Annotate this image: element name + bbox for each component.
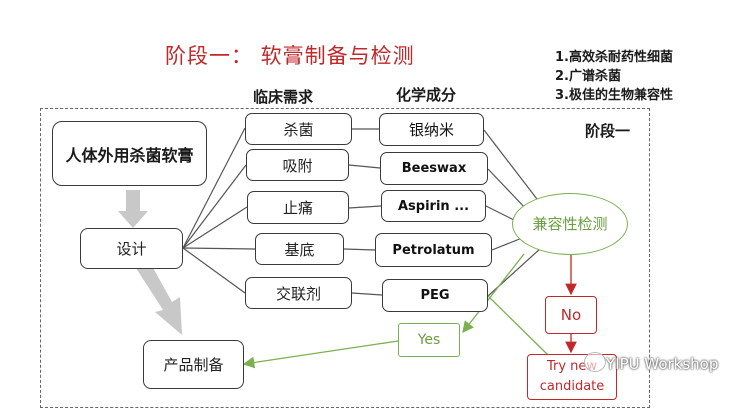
manufacture-node: 产品制备: [143, 340, 244, 389]
clinical-column-heading: 临床需求: [253, 88, 314, 106]
watermark: YIPU Workshop: [606, 355, 719, 373]
feedback-line: [487, 295, 549, 356]
no-node: No: [545, 296, 597, 334]
yes-node: Yes: [398, 323, 460, 357]
page-title: 阶段一： 软膏制备与检测: [165, 44, 415, 68]
product-node: 人体外用杀菌软膏: [52, 121, 207, 186]
goal-item: 1.高效杀耐药性细菌: [555, 50, 673, 65]
requirement-node: 杀菌: [245, 113, 352, 145]
design-fanout-lines: [182, 127, 256, 294]
chemical-column-heading: 化学成分: [396, 86, 457, 104]
component-node: Aspirin ...: [381, 190, 486, 222]
gray-arrow-down: [118, 190, 148, 228]
wechat-logo-icon: [584, 352, 606, 372]
goals-list: 1.高效杀耐药性细菌 2.广谱杀菌 3.极佳的生物兼容性: [555, 48, 673, 105]
component-node: Beeswax: [380, 152, 488, 185]
manufacture-arrow: [242, 340, 399, 369]
goal-item: 3.极佳的生物兼容性: [555, 88, 673, 103]
component-node: 银纳米: [379, 113, 484, 146]
stage-label: 阶段一: [585, 122, 631, 140]
component-node: Petrolatum: [375, 233, 492, 267]
goal-item: 2.广谱杀菌: [555, 69, 621, 84]
compatibility-test-node: 兼容性检测: [512, 193, 628, 255]
requirement-node: 吸附: [246, 149, 349, 181]
requirement-node: 止痛: [247, 191, 349, 224]
component-node: PEG: [382, 279, 488, 312]
requirement-node: 基底: [255, 233, 344, 265]
yes-arrow: [462, 253, 525, 334]
design-node: 设计: [80, 228, 183, 269]
gray-arrow-diagonal: [134, 257, 182, 335]
requirement-component-lines: [343, 128, 383, 296]
requirement-node: 交联剂: [245, 277, 352, 309]
